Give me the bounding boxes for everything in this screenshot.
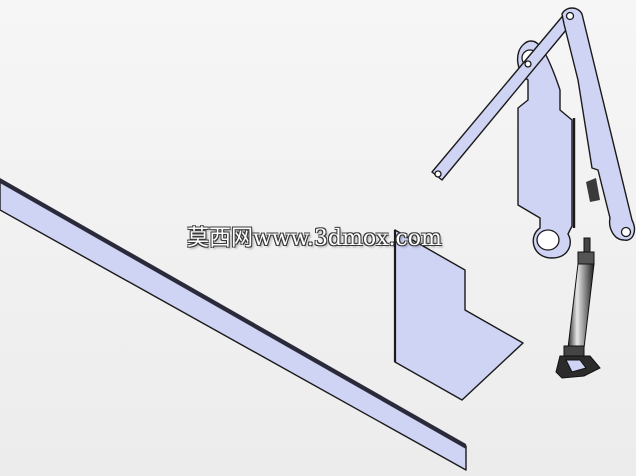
linkage-arm-part[interactable]: [561, 7, 636, 241]
lever-top-hole: [565, 11, 575, 21]
bracket-bottom-hole: [536, 229, 560, 251]
angle-plate-part[interactable]: [393, 229, 524, 401]
link-arm-mid-hole: [524, 60, 532, 68]
lever-clevis: [586, 178, 600, 202]
link-arm-end-hole: [434, 170, 442, 178]
flat-bar-part[interactable]: [0, 178, 467, 471]
watermark-text: 莫西网www.3dmox.com: [187, 226, 442, 251]
pneumatic-cylinder-part[interactable]: [555, 237, 601, 379]
lever-bottom-hole: [620, 226, 632, 238]
